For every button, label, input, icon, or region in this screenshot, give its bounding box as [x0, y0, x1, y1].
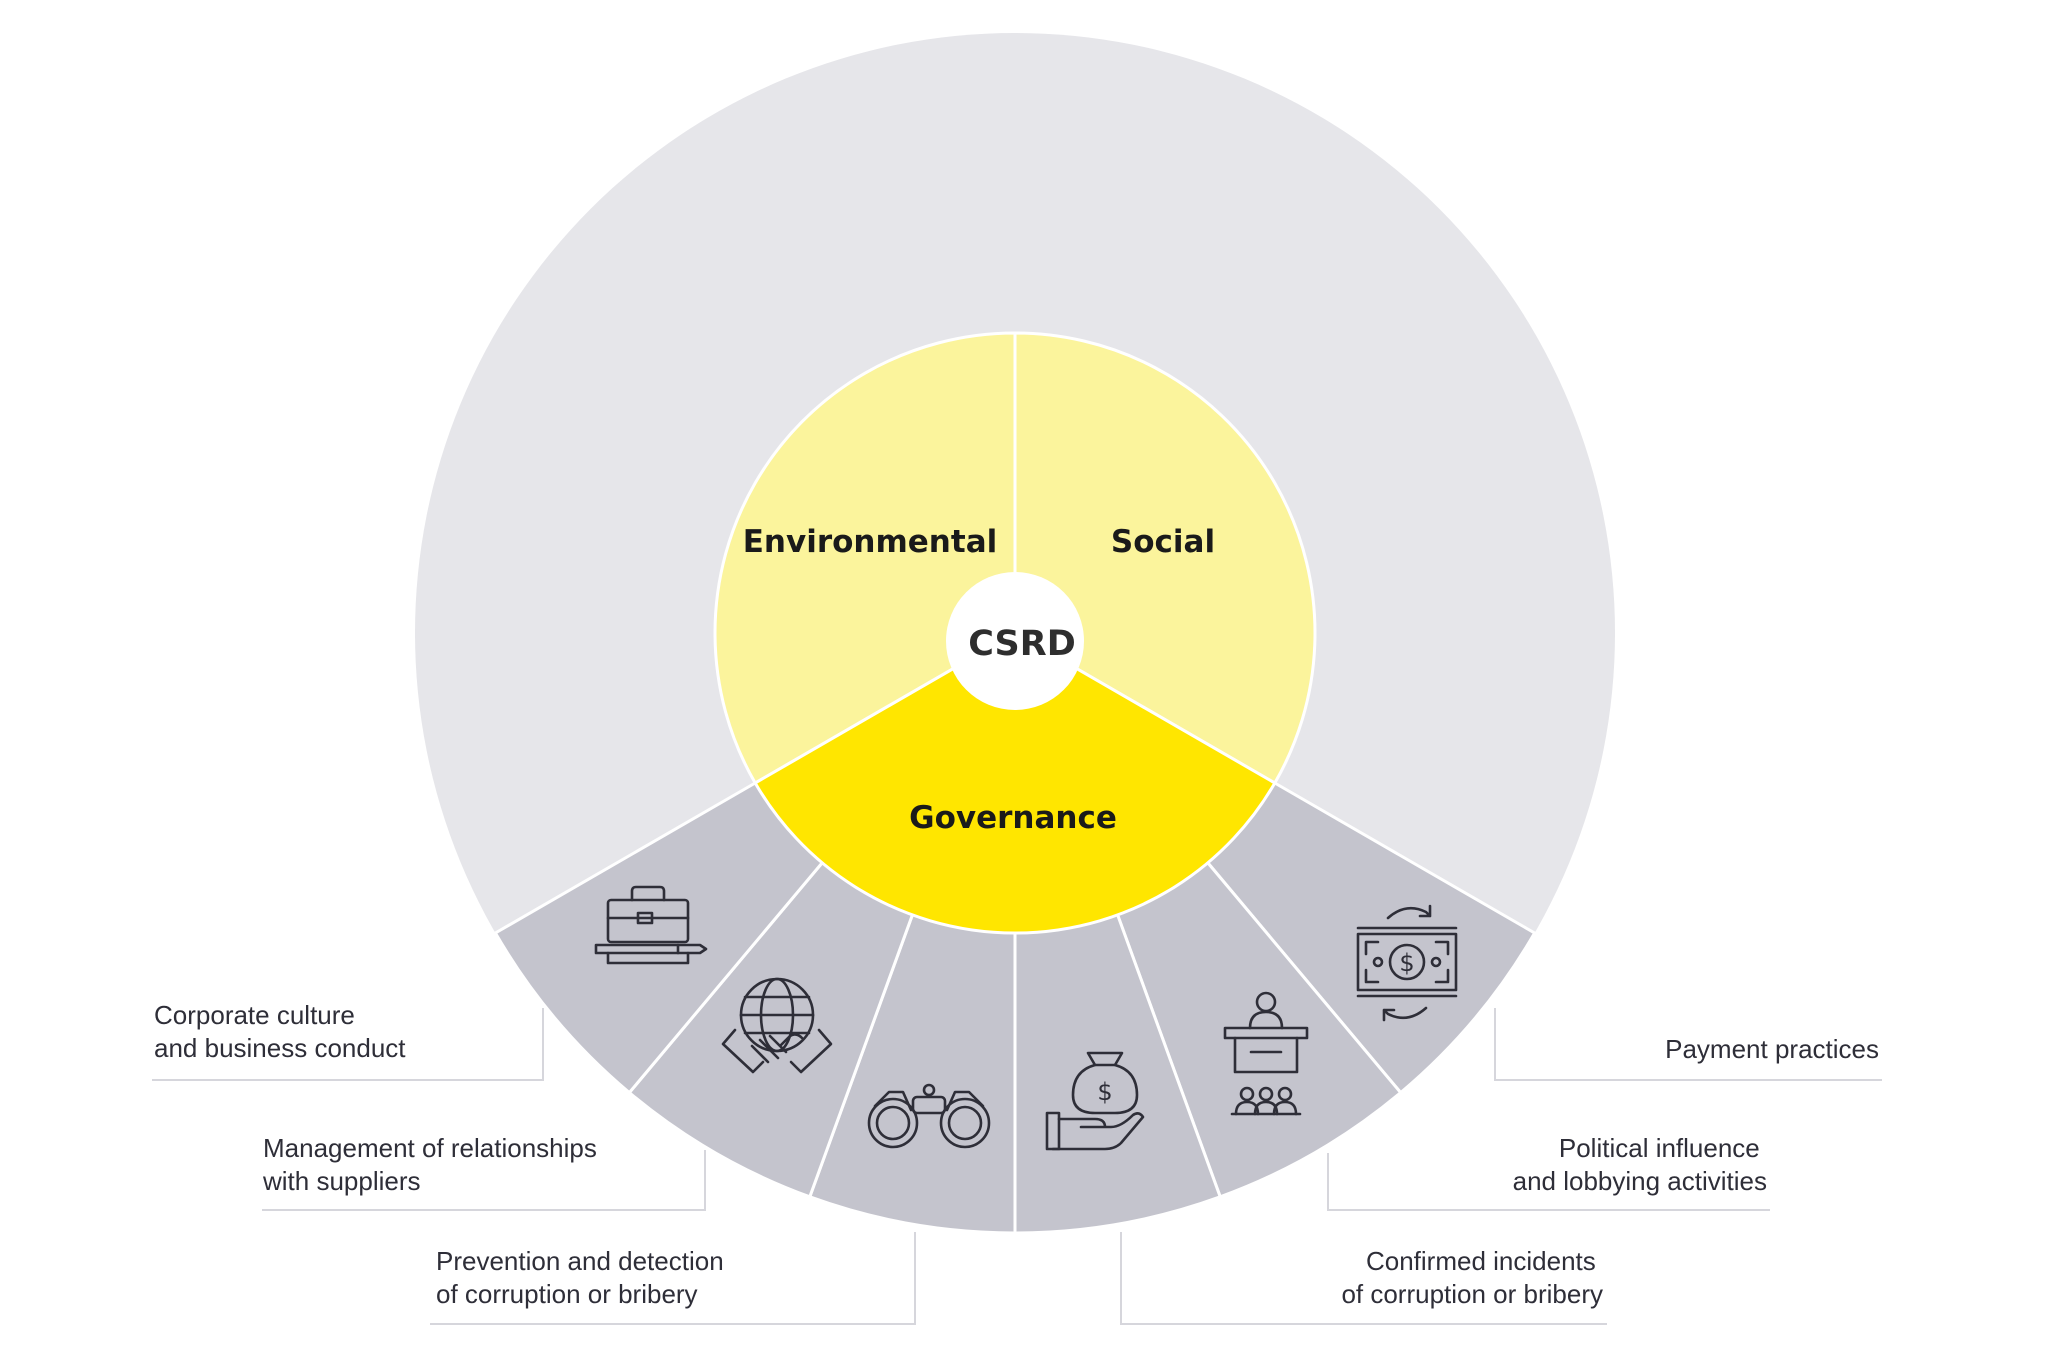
topic-line: of corruption or bribery [1341, 1279, 1603, 1309]
briefcase-pen-icon [594, 885, 708, 965]
governance-wedges [493, 778, 1537, 1235]
globe-handshake-icon [721, 977, 833, 1074]
pillar-segment-governance [753, 631, 1277, 935]
topic-line: Prevention and detection [436, 1246, 724, 1276]
leader-line [430, 1232, 916, 1325]
money-bag-hand-icon: $ [1045, 1051, 1145, 1151]
leader-lines [152, 1008, 1882, 1325]
topic-line: Management of relationships [263, 1133, 597, 1163]
topic-line: and business conduct [154, 1033, 406, 1063]
topic-label-confirmed-incidents: Confirmed incidents of corruption or bri… [1341, 1246, 1603, 1309]
topic-label-political-influence: Political influence and lobbying activit… [1513, 1133, 1767, 1196]
pillar-label-governance: Governance [909, 800, 1117, 836]
leader-line [262, 1150, 706, 1211]
banknote-cycle-icon: $ [1356, 904, 1458, 1022]
pillar-segments [713, 331, 1317, 935]
topic-line: and lobbying activities [1513, 1166, 1767, 1196]
center-hub [946, 572, 1084, 710]
svg-text:$: $ [1399, 949, 1414, 977]
topic-line: with suppliers [262, 1166, 421, 1196]
leader-line [1327, 1153, 1770, 1211]
leader-line [1494, 1008, 1882, 1081]
topic-line: Political influence [1559, 1133, 1760, 1163]
topic-line: Corporate culture [154, 1000, 355, 1030]
svg-text:$: $ [1097, 1078, 1112, 1106]
topic-line: Payment practices [1665, 1034, 1879, 1064]
leader-line [1120, 1232, 1607, 1325]
topic-label-corruption-prevention: Prevention and detection of corruption o… [436, 1246, 731, 1309]
binoculars-icon [867, 1083, 991, 1149]
topic-line: Confirmed incidents [1366, 1246, 1596, 1276]
pillar-label-environmental: Environmental [743, 524, 998, 560]
pillar-segment-environmental [713, 331, 1017, 786]
topic-label-payment-practices: Payment practices [1665, 1034, 1879, 1064]
center-label: CSRD [968, 624, 1076, 664]
topic-line: of corruption or bribery [436, 1279, 698, 1309]
leader-line [152, 1008, 544, 1081]
podium-audience-icon [1223, 991, 1309, 1116]
pillar-segment-social [1013, 331, 1317, 786]
pillar-label-social: Social [1111, 524, 1215, 560]
topic-label-supplier-relationships: Management of relationships with supplie… [262, 1133, 604, 1196]
topic-label-corporate-culture: Corporate culture and business conduct [154, 1000, 406, 1063]
